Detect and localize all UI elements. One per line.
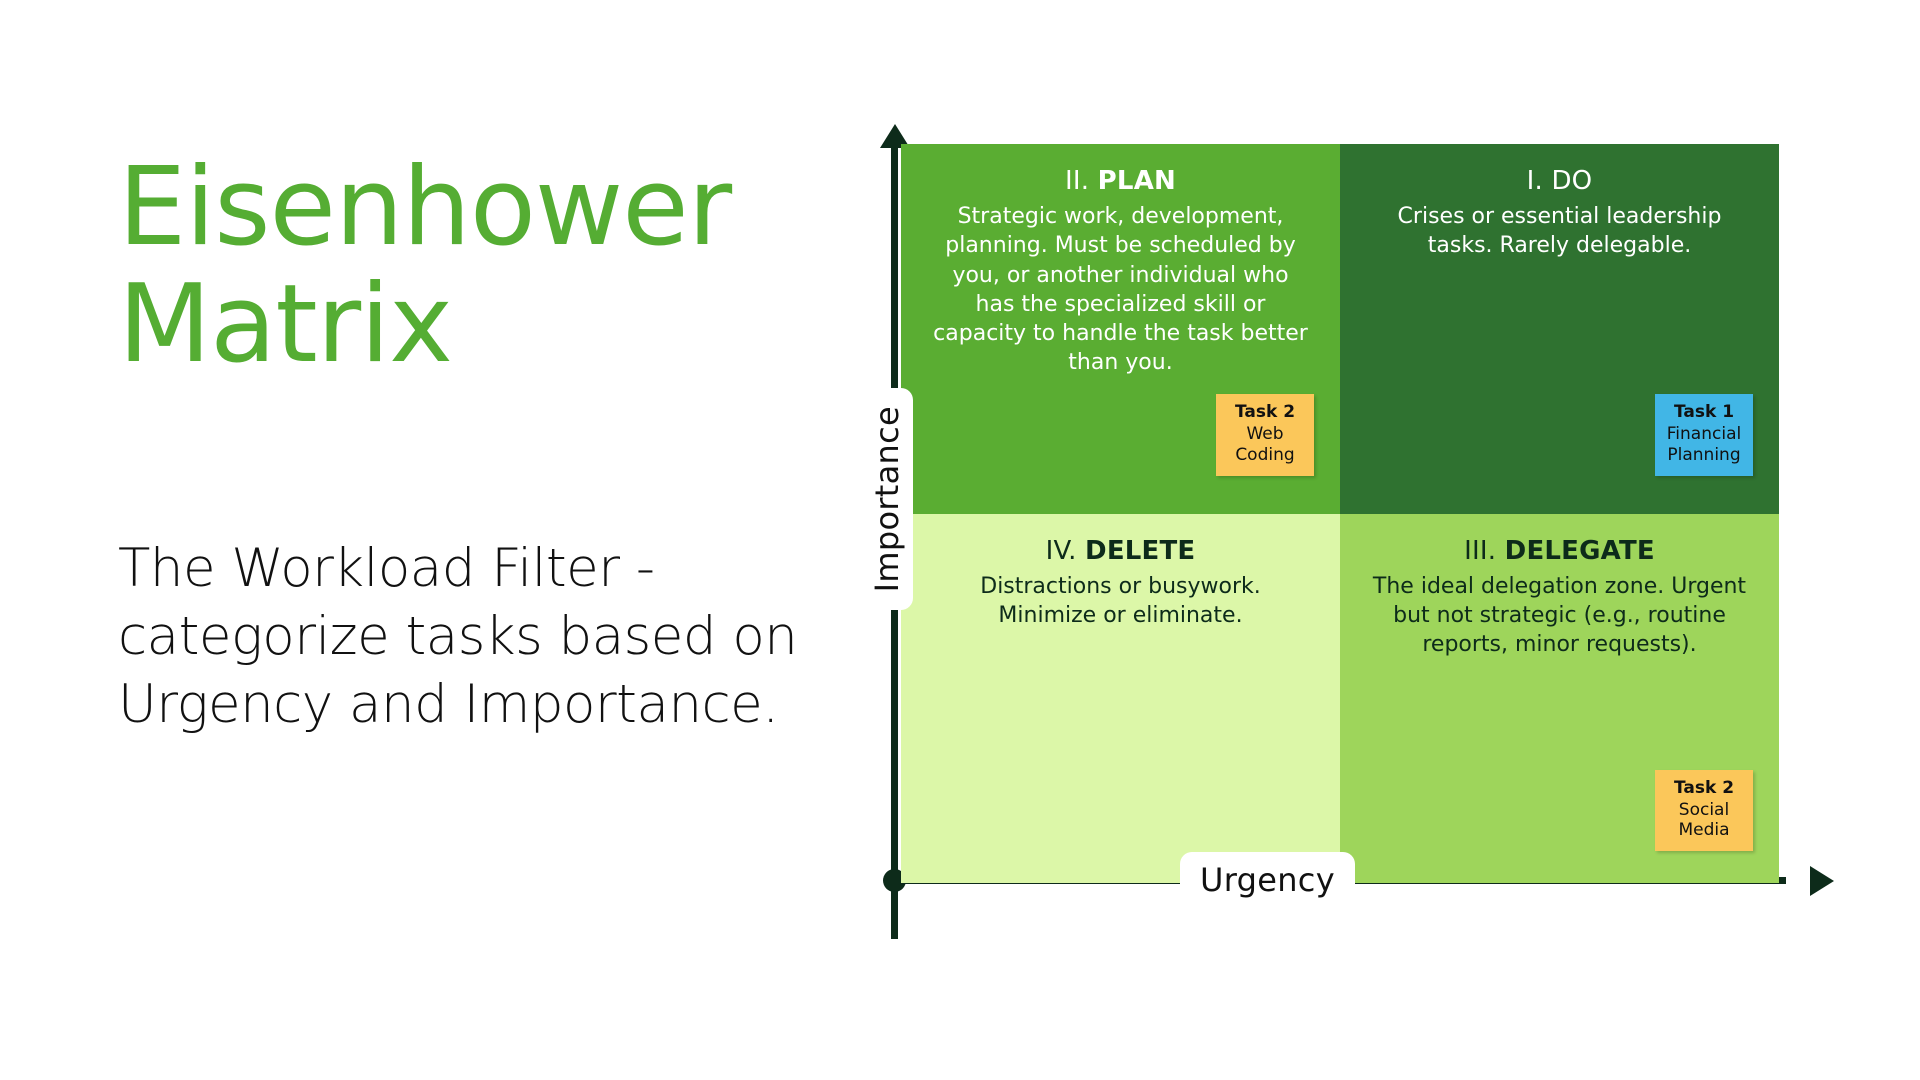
eisenhower-matrix: II. PLAN Strategic work, development, pl… [861,124,1834,952]
quadrant-do-name: DO [1551,166,1593,196]
quadrant-delegate-title: III. DELEGATE [1356,536,1763,566]
quadrant-delete-number: IV. [1045,535,1077,566]
quadrant-plan-description: Strategic work, development, planning. M… [933,204,1308,376]
quadrant-delete-name: DELETE [1085,535,1196,566]
quadrant-plan-name: PLAN [1097,166,1176,196]
page-title: Eisenhower Matrix [118,145,732,387]
left-text-panel: Eisenhower Matrix The Workload Filter - … [118,145,858,739]
quadrant-do[interactable]: I. DO Crises or essential leadership tas… [1340,144,1779,514]
x-axis-label: Urgency [1180,852,1355,910]
page-subtitle: The Workload Filter - categorize tasks b… [118,538,798,735]
task-card-web-coding-title: Task 2 [1234,402,1296,423]
quadrant-plan-title: II. PLAN [917,166,1324,196]
task-card-web-coding[interactable]: Task 2 Web Coding [1216,394,1314,476]
task-card-financial-planning[interactable]: Task 1 Financial Planning [1655,394,1753,476]
x-axis-arrow-icon [1810,866,1834,896]
quadrant-delegate-description: The ideal delegation zone. Urgent but no… [1372,573,1747,658]
task-card-web-coding-body: Web Coding [1235,424,1295,465]
origin-dot [883,869,906,892]
quadrant-delegate[interactable]: III. DELEGATE The ideal delegation zone.… [1340,513,1779,883]
task-card-financial-planning-title: Task 1 [1673,402,1735,423]
quadrant-delegate-number: III. [1464,535,1497,566]
quadrant-delete-title: IV. DELETE [917,536,1324,566]
quadrant-do-title: I. DO [1356,166,1763,196]
quadrant-plan-number: II. [1065,166,1090,196]
task-card-social-media[interactable]: Task 2 Social Media [1655,769,1753,851]
x-axis-label-text: Urgency [1200,861,1335,899]
quadrant-plan[interactable]: II. PLAN Strategic work, development, pl… [901,144,1340,514]
quadrant-do-description: Crises or essential leadership tasks. Ra… [1397,204,1722,259]
quadrant-grid: II. PLAN Strategic work, development, pl… [901,144,1779,883]
task-card-social-media-body: Social Media [1678,799,1730,841]
quadrant-delete-description: Distractions or busywork. Minimize or el… [980,573,1261,628]
quadrant-delete[interactable]: IV. DELETE Distractions or busywork. Min… [901,513,1340,883]
y-axis-label-text: Importance [868,406,906,593]
y-axis-label: Importance [861,388,913,611]
quadrant-delegate-name: DELEGATE [1504,535,1655,566]
quadrant-do-number: I. [1526,166,1543,196]
task-card-financial-planning-body: Financial Planning [1666,424,1742,465]
task-card-social-media-title: Task 2 [1673,777,1735,798]
